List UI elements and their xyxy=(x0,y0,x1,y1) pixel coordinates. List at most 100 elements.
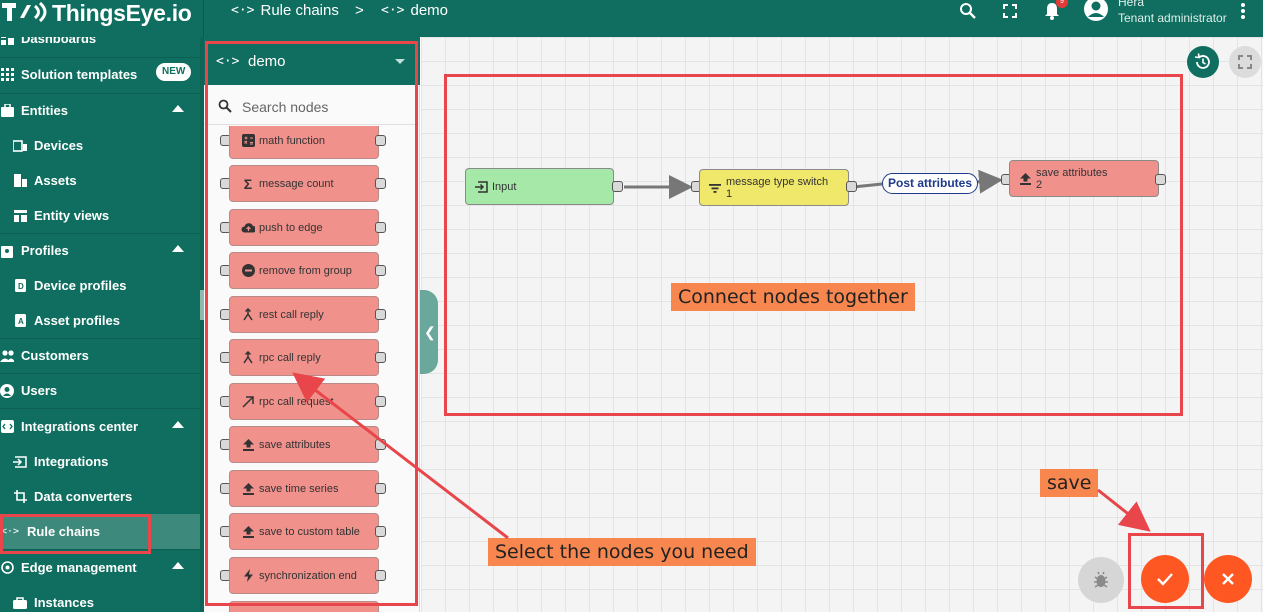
users-icon xyxy=(0,383,14,398)
collapse-palette-tab[interactable] xyxy=(420,290,438,374)
sidebar-item-label: Edge management xyxy=(21,560,137,575)
upload-icon xyxy=(241,438,255,452)
sigma-icon: Σ xyxy=(243,175,253,192)
node-label: synchronization end xyxy=(259,569,357,582)
search-input[interactable] xyxy=(242,96,412,118)
node-label: math function xyxy=(259,134,326,147)
history-button[interactable] xyxy=(1187,46,1219,78)
svg-text:D: D xyxy=(18,282,24,291)
sidebar-item-assets[interactable]: Assets xyxy=(0,163,200,198)
breadcrumb-current: <·> demo xyxy=(381,2,448,19)
sidebar-item-dashboards[interactable]: Dashboards xyxy=(0,37,200,56)
call-merge-icon xyxy=(241,351,255,365)
connection-label[interactable]: Post attributes xyxy=(882,173,979,194)
chevron-down-icon[interactable] xyxy=(395,59,405,64)
breadcrumb-separator: > xyxy=(355,2,364,19)
palette-node-remove-from-group[interactable]: remove from group xyxy=(229,252,379,289)
sidebar-item-device-profiles[interactable]: D Device profiles xyxy=(0,268,200,303)
fullscreen-icon[interactable] xyxy=(999,0,1021,22)
connection-switch-to-label xyxy=(852,182,883,189)
sidebar-item-data-converters[interactable]: Data converters xyxy=(0,479,200,514)
cancel-button[interactable] xyxy=(1204,555,1252,603)
annotation-box-canvas xyxy=(444,74,1183,416)
grid-icon xyxy=(0,68,14,82)
sidebar-item-integrations[interactable]: Integrations xyxy=(0,444,200,479)
sidebar-item-asset-profiles[interactable]: A Asset profiles xyxy=(0,303,200,338)
palette-header[interactable]: <·> demo xyxy=(204,37,420,85)
notifications-icon[interactable] xyxy=(1041,0,1063,22)
sidebar-item-label: Dashboards xyxy=(21,37,97,46)
filter-icon xyxy=(708,181,722,195)
fullscreen-button[interactable] xyxy=(1229,46,1261,78)
divider xyxy=(0,57,200,58)
edge-icon xyxy=(0,561,14,575)
node-list: math function Σ message count push to ed… xyxy=(204,126,420,612)
user-name: Hera xyxy=(1118,0,1145,9)
palette-node-synchronization-end[interactable]: synchronization end xyxy=(229,557,379,594)
node-label: save to custom table xyxy=(259,525,360,538)
sidebar-item-label: Solution templates xyxy=(21,67,138,82)
logo[interactable]: ThingsEye.io xyxy=(0,0,204,37)
entities-icon xyxy=(0,104,14,118)
sidebar-item-customers[interactable]: Customers xyxy=(0,338,200,373)
sidebar-item-entity-views[interactable]: Entity views xyxy=(0,198,200,233)
sidebar-scroll-thumb[interactable] xyxy=(200,290,204,320)
save-button[interactable] xyxy=(1141,555,1189,603)
node-label: save attributes xyxy=(259,438,331,451)
node-label: remove from group xyxy=(259,264,352,277)
search-icon xyxy=(218,99,232,118)
palette-node-partial[interactable] xyxy=(229,601,379,612)
call-merge-icon xyxy=(241,308,255,322)
sidebar-item-label: Integrations xyxy=(34,454,109,469)
divider xyxy=(0,373,200,374)
breadcrumb-root-label: Rule chains xyxy=(260,2,339,19)
palette-node-save-time-series[interactable]: save time series xyxy=(229,470,379,507)
node-output-port[interactable] xyxy=(846,181,857,192)
top-bar: ThingsEye.io <·> Rule chains > <·> demo … xyxy=(0,0,1263,37)
avatar[interactable] xyxy=(1083,0,1109,22)
node-output-port[interactable] xyxy=(612,181,623,192)
node-output-port xyxy=(375,178,386,189)
chevron-up-icon xyxy=(172,562,184,569)
sidebar-item-solution-templates[interactable]: Solution templates xyxy=(0,57,200,92)
divider xyxy=(0,233,200,234)
search-icon[interactable] xyxy=(957,0,979,22)
sidebar-scrollbar[interactable] xyxy=(200,37,204,612)
sidebar-item-profiles[interactable]: Profiles xyxy=(0,233,200,268)
palette-node-message-count[interactable]: Σ message count xyxy=(229,165,379,202)
upload-icon xyxy=(1018,172,1032,186)
instances-icon xyxy=(13,596,27,610)
fullscreen-icon xyxy=(1238,55,1252,69)
sidebar-item-entities[interactable]: Entities xyxy=(0,93,200,128)
divider xyxy=(0,338,200,339)
close-icon xyxy=(1222,573,1234,585)
debug-button[interactable] xyxy=(1078,557,1124,603)
node-output-port xyxy=(375,396,386,407)
sidebar-item-label: Asset profiles xyxy=(34,313,120,328)
palette-node-rest-call-reply[interactable]: rest call reply xyxy=(229,296,379,333)
sidebar-item-label: Integrations center xyxy=(21,419,139,434)
chevron-up-icon xyxy=(172,105,184,112)
sidebar-item-rule-chains[interactable]: <·> Rule chains xyxy=(0,514,200,549)
sidebar-item-users[interactable]: Users xyxy=(0,373,200,408)
palette-title: demo xyxy=(248,53,286,70)
sidebar-item-devices[interactable]: Devices xyxy=(0,128,200,163)
canvas-node-message-type-switch[interactable]: message type switch 1 xyxy=(699,169,849,206)
bolt-icon xyxy=(241,569,255,583)
breadcrumb-root[interactable]: <·> Rule chains xyxy=(231,2,339,19)
breadcrumb-current-label: demo xyxy=(410,2,449,19)
notification-badge: 9 xyxy=(1056,0,1068,8)
node-output-port[interactable] xyxy=(1155,174,1166,185)
more-vert-icon[interactable] xyxy=(1232,0,1254,22)
assets-icon xyxy=(13,174,27,188)
canvas-node-input[interactable]: Input xyxy=(465,168,614,205)
palette-node-math-function[interactable]: math function xyxy=(229,126,379,159)
canvas-node-save-attributes[interactable]: save attributes 2 xyxy=(1009,160,1159,197)
sidebar-item-label: Instances xyxy=(34,595,94,610)
palette-node-push-to-edge[interactable]: push to edge xyxy=(229,209,379,246)
sidebar-item-integrations-center[interactable]: Integrations center xyxy=(0,409,200,444)
sidebar-item-edge-management[interactable]: Edge management xyxy=(0,550,200,585)
sidebar-item-instances[interactable]: Instances xyxy=(0,585,200,612)
annotation-save: save xyxy=(1040,469,1099,497)
node-label: save time series xyxy=(259,482,339,495)
